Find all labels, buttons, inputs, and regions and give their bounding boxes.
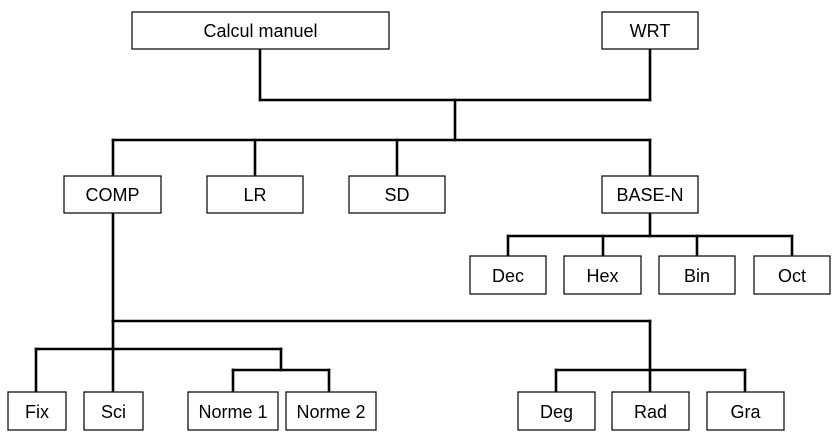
node-hex: Hex [563,255,642,295]
node-deg-label: Deg [540,402,573,422]
node-gra: Gra [706,391,785,431]
node-oct: Oct [753,255,831,295]
node-comp-label: COMP [86,185,140,205]
node-sci: Sci [83,391,144,431]
node-calcul-manuel: Calcul manuel [131,11,390,50]
connector-lines [34,47,794,394]
node-calcul-manuel-label: Calcul manuel [203,21,317,41]
node-base-n-label: BASE-N [616,185,683,205]
node-gra-label: Gra [730,402,761,422]
node-dec-label: Dec [492,266,524,286]
node-rad-label: Rad [634,402,667,422]
node-norme-1: Norme 1 [187,391,279,431]
node-dec: Dec [469,255,547,295]
node-lr-label: LR [243,185,266,205]
node-deg: Deg [517,391,596,431]
node-comp: COMP [63,175,162,214]
node-oct-label: Oct [778,266,806,286]
node-sd-label: SD [384,185,409,205]
node-hex-label: Hex [586,266,618,286]
node-wrt: WRT [601,11,699,50]
node-norme-1-label: Norme 1 [198,402,267,422]
node-norme-2: Norme 2 [285,391,377,431]
node-wrt-label: WRT [630,21,671,41]
node-fix: Fix [7,391,67,431]
node-bin: Bin [658,255,736,295]
node-norme-2-label: Norme 2 [296,402,365,422]
node-sd: SD [348,175,446,214]
node-base-n: BASE-N [601,175,699,214]
node-bin-label: Bin [684,266,710,286]
node-rad: Rad [611,391,690,431]
node-sci-label: Sci [101,402,126,422]
node-lr: LR [206,175,304,214]
node-fix-label: Fix [25,402,49,422]
